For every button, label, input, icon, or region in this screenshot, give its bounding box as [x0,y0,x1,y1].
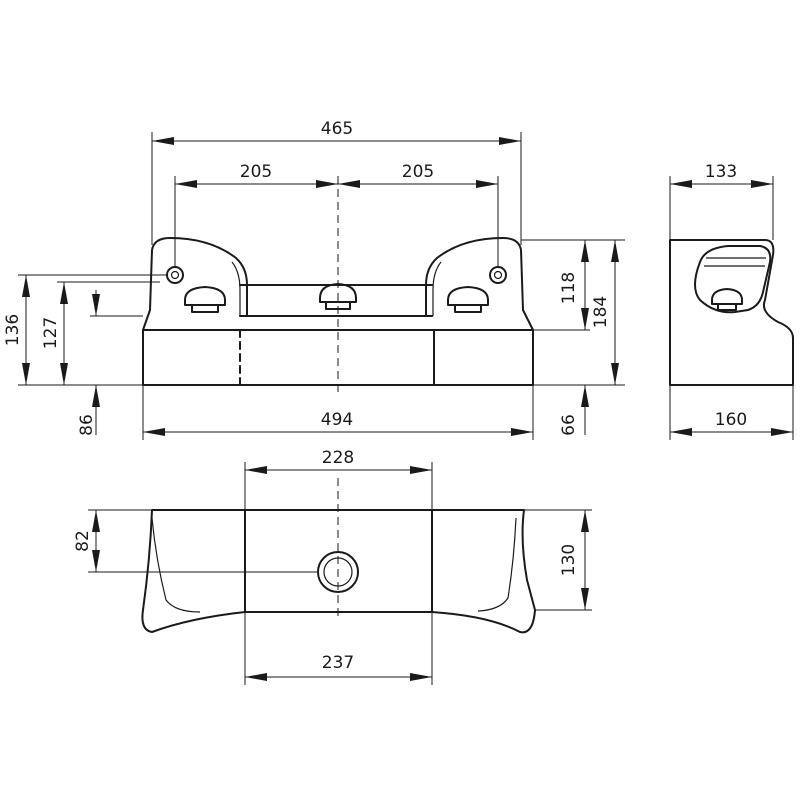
dim-205-left-label: 205 [240,162,272,182]
front-view [142,176,534,392]
front-right-handle [425,237,524,317]
top-body-outline [141,509,536,634]
top-right-wing-inner [477,517,517,612]
top-view [141,478,536,634]
front-view-dimensions: 465 205 205 136 127 86 [3,119,625,440]
dim-66-label: 66 [559,414,579,436]
side-recess-lines [704,257,766,267]
top-left-wing-inner [151,517,201,613]
front-center-knob [319,283,357,303]
dim-160-label: 160 [715,410,747,430]
dim-127-label: 127 [41,317,61,349]
front-left-knob-base [191,304,219,313]
dim-205-right-label: 205 [402,162,434,182]
dim-465-label: 465 [321,119,353,139]
front-right-knob-base [454,304,482,313]
front-left-handle-bolt-inner [170,270,180,280]
dim-130-label: 130 [559,544,579,576]
top-view-dimensions: 228 237 82 130 [73,448,592,685]
front-left-knob [184,286,226,306]
front-left-handle [149,237,248,317]
dim-494-label: 494 [321,410,353,430]
side-knob [711,288,743,305]
dim-82-label: 82 [73,530,93,552]
dim-184-label: 184 [591,296,611,328]
side-view-dimensions: 133 160 [669,162,794,440]
side-handle-recess [694,245,772,314]
front-right-handle-inner [432,261,442,316]
dim-228-label: 228 [322,448,354,468]
front-right-handle-bolt [489,266,507,284]
side-body-outline [669,239,794,386]
dim-133-label: 133 [705,162,737,182]
dim-86-label: 86 [77,414,97,436]
front-right-knob [447,286,489,306]
dim-118-label: 118 [559,272,579,304]
front-left-handle-bolt [166,266,184,284]
side-knob-base [717,303,737,311]
dim-136-label: 136 [3,314,23,346]
front-right-handle-bolt-inner [493,270,503,280]
side-view [669,239,794,386]
front-left-handle-inner [231,261,241,316]
dim-237-label: 237 [322,653,354,673]
